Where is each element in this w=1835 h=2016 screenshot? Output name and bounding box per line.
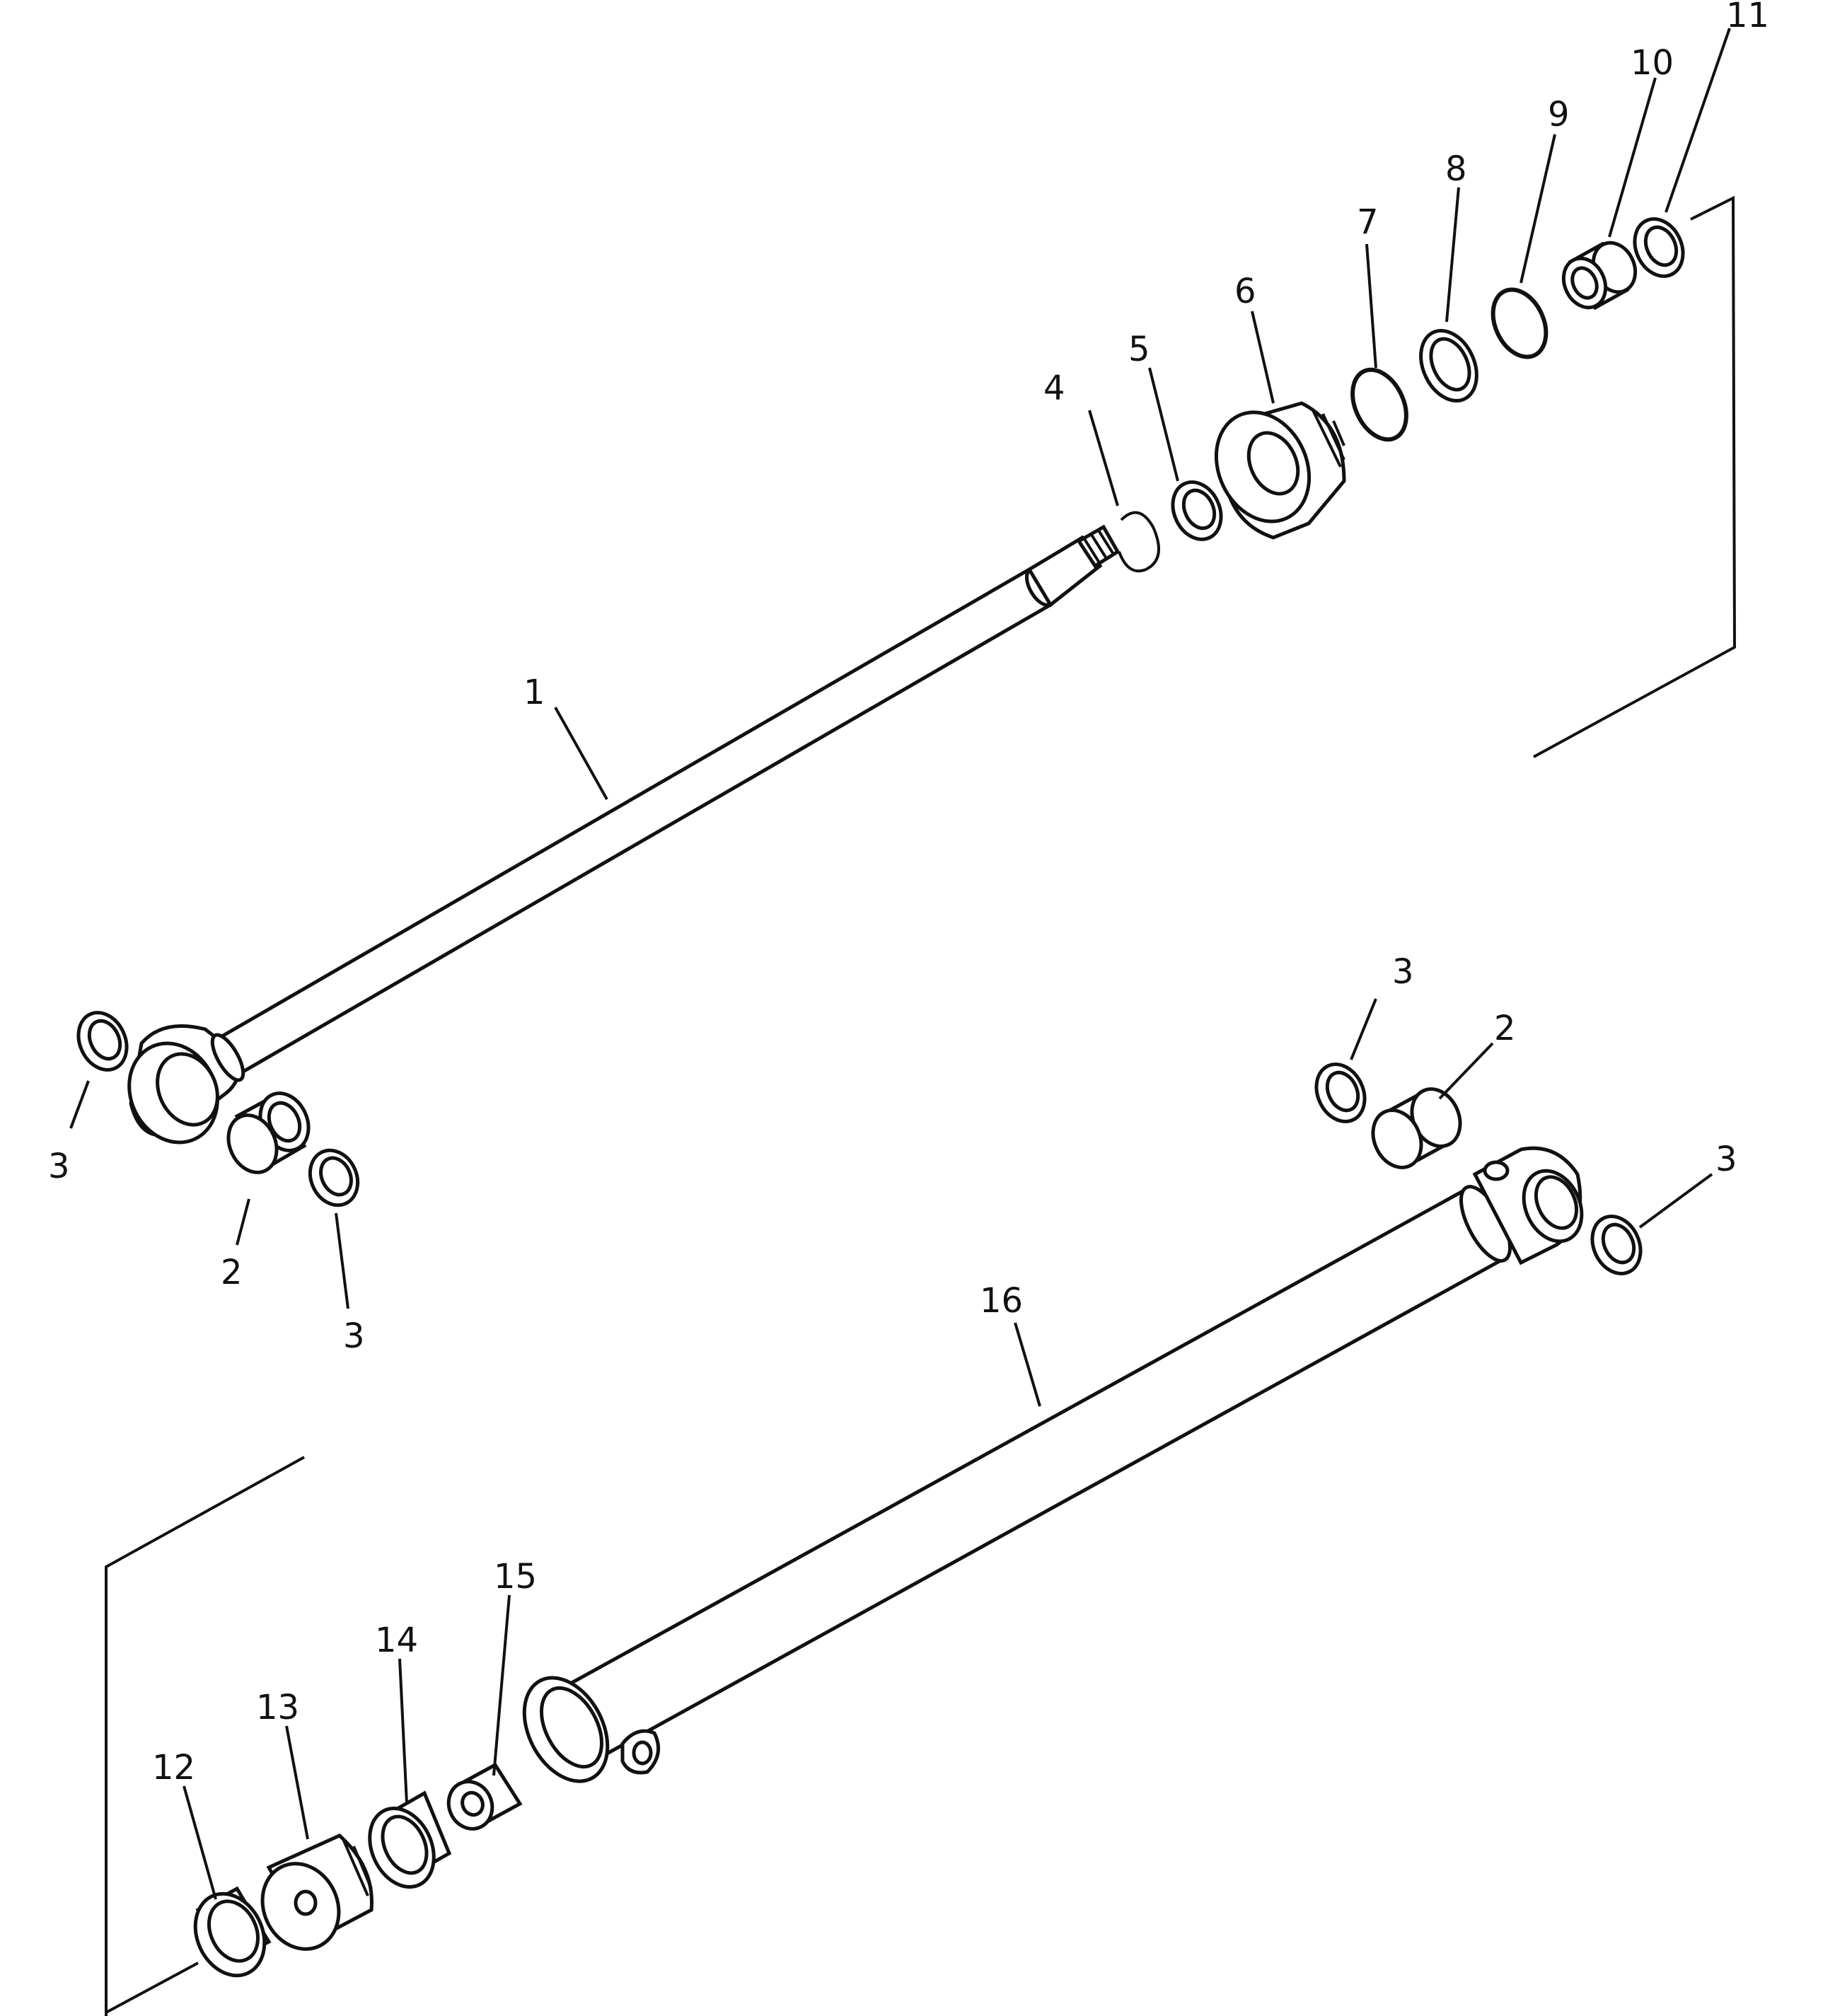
backup-ring-8 — [1419, 328, 1478, 403]
rod-end-seal-outer — [76, 1011, 129, 1072]
ring-12 — [193, 1886, 272, 1978]
ring-14 — [368, 1790, 452, 1889]
nut-15 — [446, 1762, 523, 1831]
rod-eye — [127, 1024, 245, 1145]
callout-3-right-top: 3 — [1392, 952, 1414, 992]
lower-bracket-tail — [105, 1962, 199, 2014]
rod-end-seal-inner — [308, 1148, 360, 1207]
tube-end-bushing — [1371, 1087, 1462, 1169]
callout-15: 15 — [494, 1557, 537, 1597]
callout-10: 10 — [1631, 43, 1674, 83]
callout-1: 1 — [523, 673, 545, 712]
tube-end-seal-outer — [1314, 1062, 1367, 1123]
o-ring-7 — [1350, 367, 1408, 442]
callout-14: 14 — [375, 1621, 418, 1660]
callout-5: 5 — [1128, 330, 1150, 369]
dust-seal — [1171, 480, 1223, 541]
tube-end-seal-inner — [1590, 1215, 1643, 1275]
callout-8: 8 — [1445, 149, 1467, 189]
rod-thread — [1076, 524, 1121, 569]
piston-rod — [127, 524, 1121, 1145]
seal-11 — [1633, 217, 1685, 278]
piston-13 — [260, 1833, 374, 1951]
snap-ring — [1118, 511, 1160, 573]
callout-2-right: 2 — [1494, 1009, 1516, 1048]
leader-lines — [69, 28, 1731, 1900]
cylinder-head — [1214, 401, 1346, 540]
bushing-10 — [1561, 241, 1638, 311]
tube-trunnion — [1459, 1146, 1584, 1265]
callout-labels: 1 4 5 6 7 8 9 10 11 3 2 3 3 2 3 16 15 14… — [48, 0, 1769, 1788]
upper-bracket-line — [1533, 195, 1737, 758]
callout-9: 9 — [1548, 95, 1570, 134]
callout-13: 13 — [256, 1688, 299, 1727]
callout-3-right: 3 — [1715, 1140, 1737, 1179]
lower-bracket-line — [105, 1456, 305, 2016]
callout-2-left: 2 — [221, 1253, 243, 1292]
callout-3-left-inner: 3 — [343, 1316, 365, 1356]
callout-12: 12 — [152, 1748, 195, 1788]
callout-3-left-outer: 3 — [48, 1147, 70, 1186]
callout-6: 6 — [1234, 272, 1256, 311]
o-ring-9 — [1490, 287, 1549, 359]
callout-16: 16 — [980, 1281, 1023, 1321]
callout-4: 4 — [1043, 369, 1065, 408]
callout-7: 7 — [1357, 202, 1379, 242]
rod-end-bushing — [226, 1091, 311, 1174]
callout-11: 11 — [1726, 0, 1769, 35]
cylinder-tube — [522, 1146, 1584, 1783]
